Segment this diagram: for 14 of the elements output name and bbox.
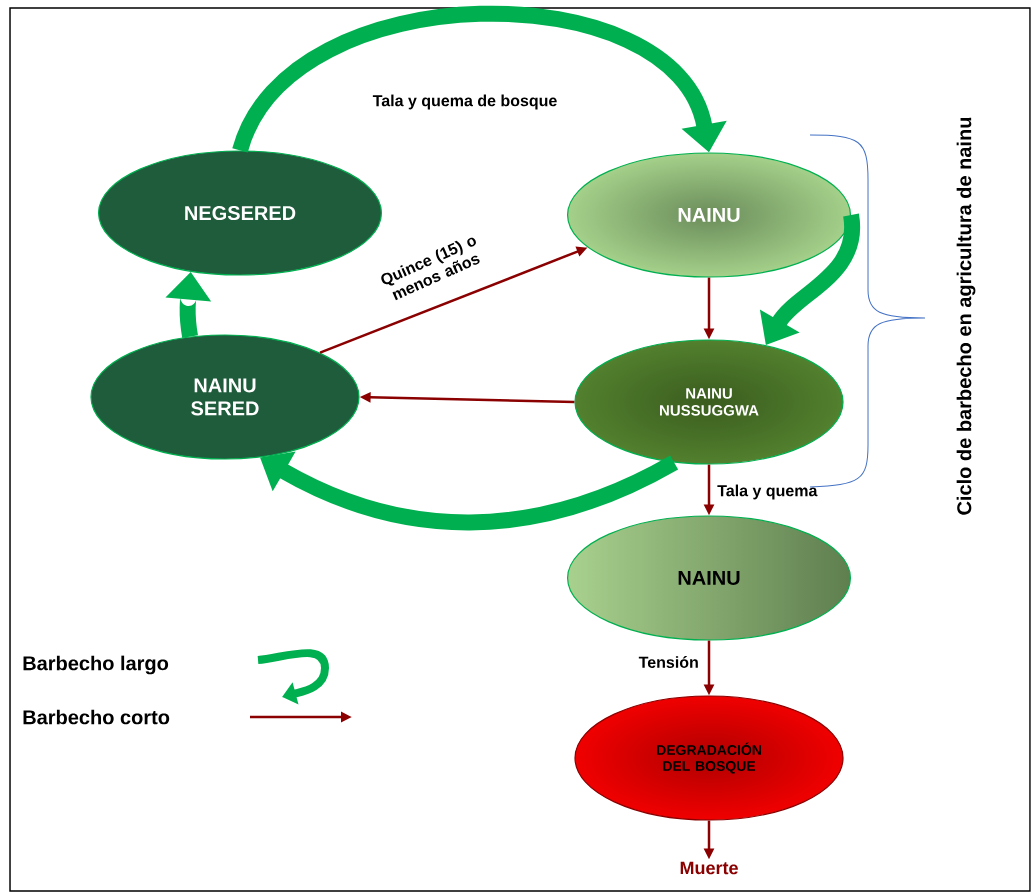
ellipse-node: NAINU	[567, 152, 852, 278]
ellipse-node: NAINU SERED	[90, 334, 360, 460]
edge-label: Tala y quema de bosque	[372, 94, 557, 110]
ellipse-node: NAINU	[567, 515, 852, 641]
ellipse-node: NEGSERED	[98, 150, 383, 276]
ellipse-node: NAINU NUSSUGGWA	[574, 339, 844, 465]
cycle-arrow	[232, 6, 727, 154]
side-label: Ciclo de barbecho en agricultura de nainu	[956, 117, 976, 515]
ellipse-node: DEGRADACIÓN DEL BOSQUE	[574, 695, 844, 821]
edge-label: Tensión	[638, 656, 698, 668]
end-label: Muerte	[680, 861, 738, 875]
legend-label: Barbecho largo	[23, 655, 169, 675]
edge-label: Tala y quema	[717, 484, 818, 500]
legend-label: Barbecho corto	[23, 709, 170, 725]
